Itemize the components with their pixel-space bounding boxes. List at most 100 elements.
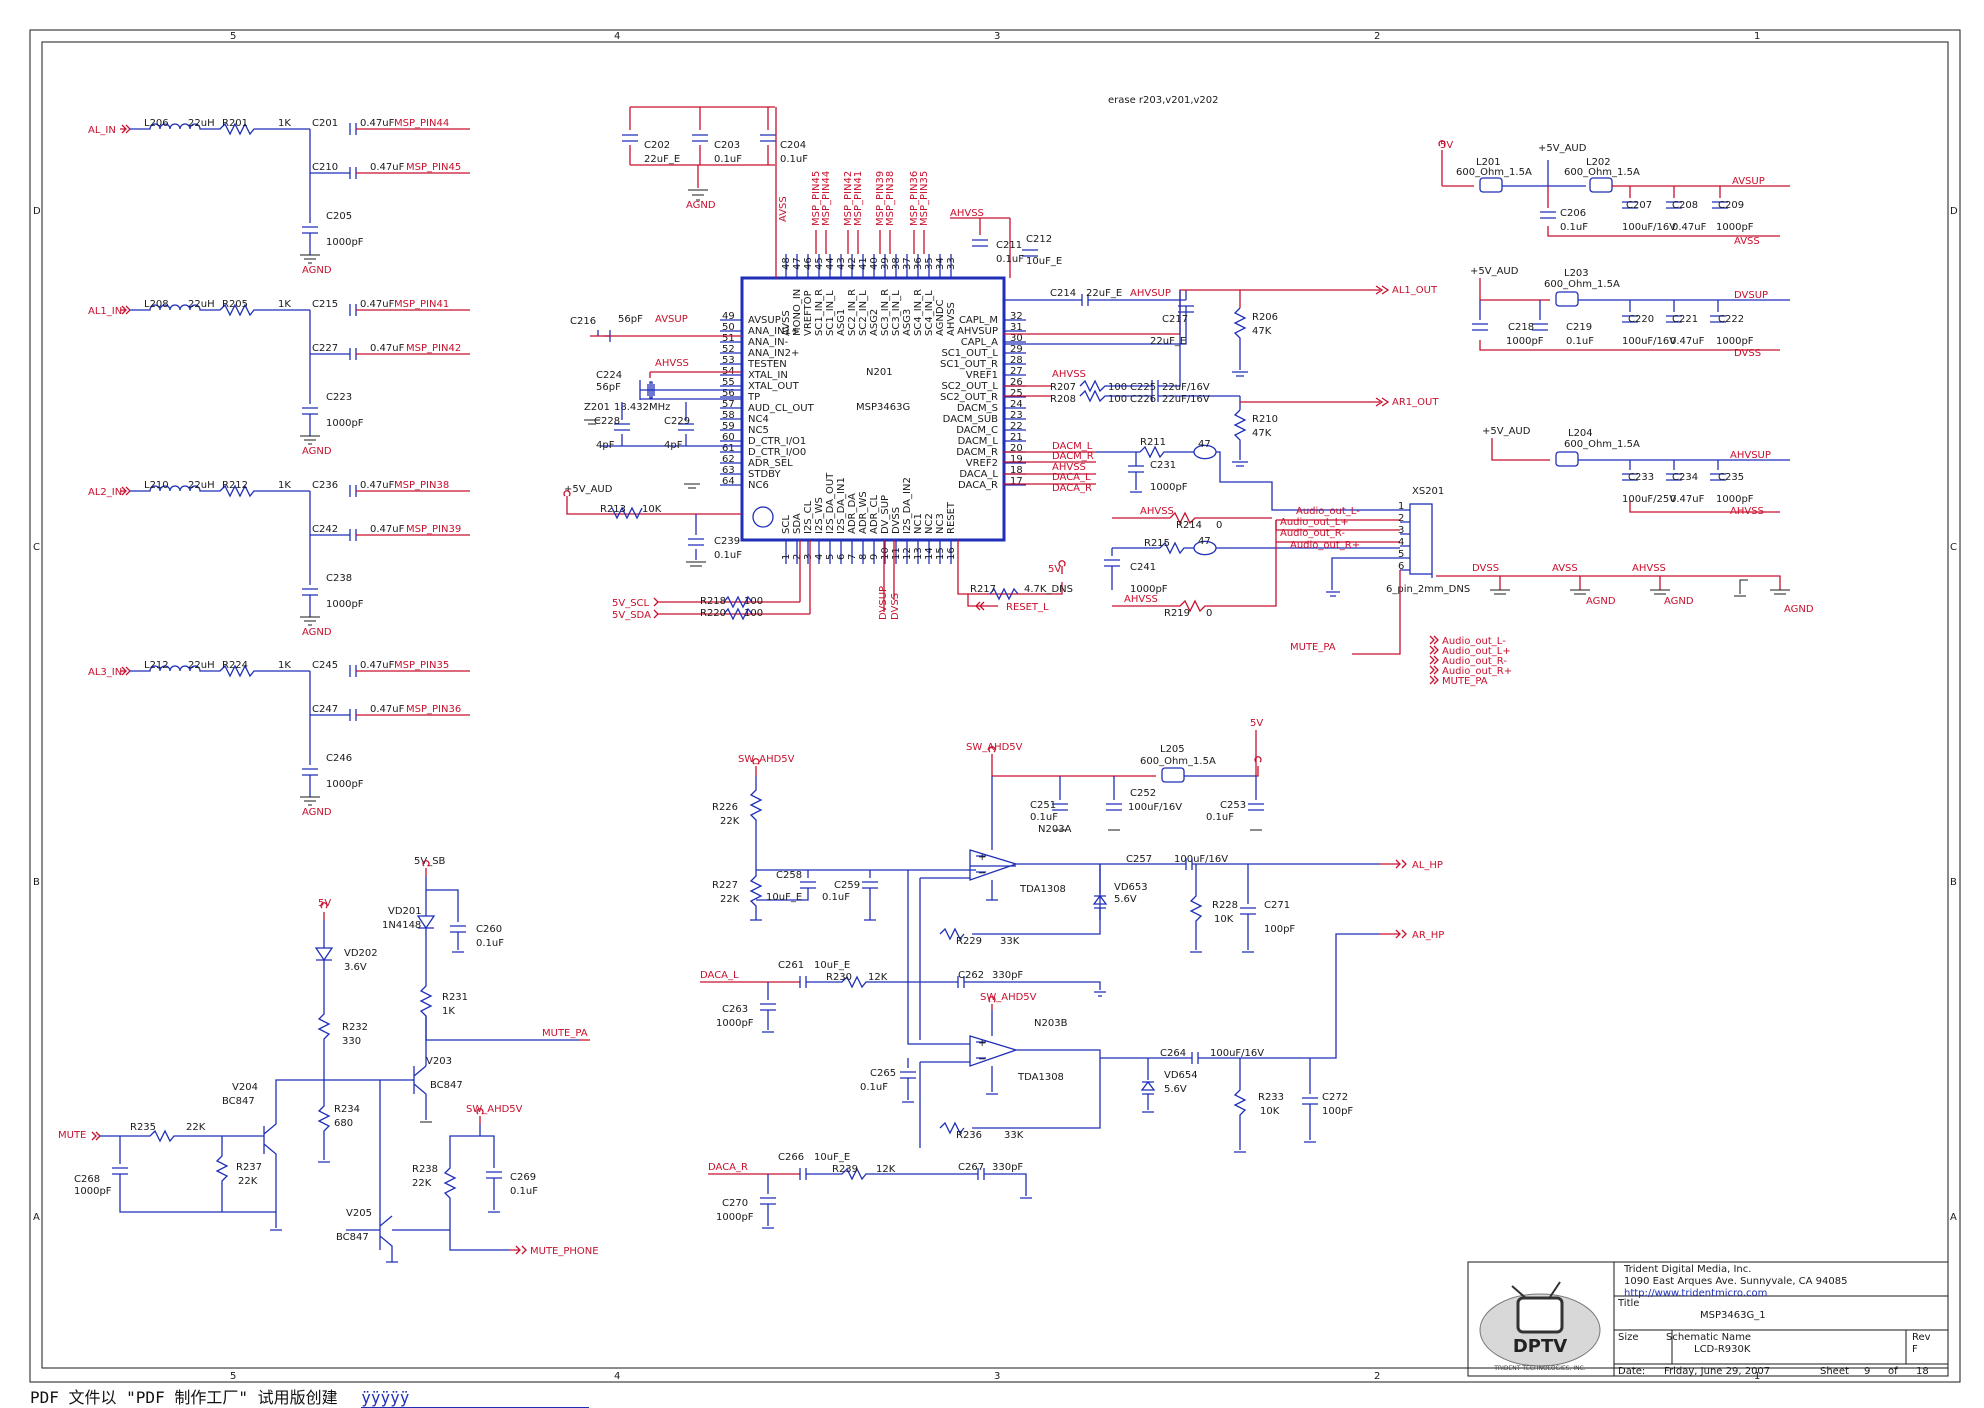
c220-ref: C220: [1628, 314, 1654, 325]
c206-val: 0.1uF: [1560, 222, 1588, 233]
r220-val: 100: [744, 608, 763, 619]
ic-top-net: MSP_PIN41: [853, 171, 864, 226]
cap2-ref: C227: [312, 343, 338, 354]
r213-ref: R213: [600, 504, 626, 515]
row-label-right: A: [1950, 1212, 1957, 1223]
ic-pin-number: 64: [722, 476, 735, 487]
opamp-a-plus: +: [978, 852, 986, 863]
ahvsup-right-label: AHVSUP: [1130, 288, 1171, 299]
r228-val: 10K: [1214, 914, 1234, 925]
title-label: Title: [1617, 1298, 1639, 1309]
ic-pin-number: 32: [1010, 311, 1023, 322]
ic-pin-name: AVSS: [781, 310, 792, 336]
ic-top-net: MSP_PIN45: [811, 171, 822, 226]
n203b-label: N203B: [1034, 1018, 1068, 1029]
company-name: Trident Digital Media, Inc.: [1623, 1264, 1751, 1275]
l201-ref: L201: [1476, 157, 1501, 168]
ic-pin-number: 50: [722, 322, 735, 333]
r238-val: 22K: [412, 1178, 432, 1189]
cap2-ref: C210: [312, 162, 338, 173]
aout-lp-label: Audio_out_L+: [1280, 517, 1349, 528]
cap2-net: MSP_PIN39: [406, 524, 461, 535]
c233-ref: C233: [1628, 472, 1654, 483]
xs201-pin6: 6: [1398, 561, 1404, 572]
agnd-small-1: AGND: [1586, 596, 1616, 607]
aout-rm-label: Audio_out_R-: [1280, 528, 1345, 539]
mutepa-mute-label: MUTE_PA: [542, 1028, 588, 1039]
ic-pin-number: 39: [880, 257, 891, 270]
c207-ref: C207: [1626, 200, 1652, 211]
ic-pin-name: SC1_IN_R: [814, 289, 825, 336]
ar1out-label: AR1_OUT: [1392, 397, 1439, 408]
l205-val: 600_Ohm_1.5A: [1140, 756, 1216, 767]
c207-val: 100uF/16V: [1622, 222, 1676, 233]
aud5v-l203-label: +5V_AUD: [1470, 266, 1519, 277]
r218-ref: R218: [700, 596, 726, 607]
c208-val: 0.47uF: [1672, 222, 1707, 233]
avss-small-label: AVSS: [1552, 563, 1578, 574]
c225-ref: C225: [1130, 382, 1156, 393]
c204-ref: C204: [780, 140, 806, 151]
l202-ref: L202: [1586, 157, 1611, 168]
ic-pin-name: SC3_IN_R: [880, 289, 891, 336]
ic-pin-name: AGNDC: [935, 299, 946, 336]
ic-pin-name: SC1_OUT_L: [941, 348, 998, 359]
footer-link[interactable]: ÿÿÿÿÿ: [361, 1388, 590, 1408]
ic-pin-name: AHVSS: [946, 302, 957, 336]
ic-pin-number: 56: [722, 388, 735, 399]
mute-label: MUTE: [58, 1130, 86, 1141]
cap2-net: MSP_PIN36: [406, 704, 461, 715]
pwr-5v-label: 5V: [1440, 140, 1453, 151]
resistor-val: 1K: [278, 299, 291, 310]
c222-val: 1000pF: [1716, 336, 1754, 347]
dvss-small-label: DVSS: [1472, 563, 1499, 574]
xs201-pin4: 4: [1398, 537, 1404, 548]
ic-pin-number: 7: [847, 554, 858, 560]
ic-pin-name: D_CTR_I/O1: [748, 436, 806, 447]
schematic-value: LCD-R930K: [1694, 1344, 1751, 1355]
ic-pin-name: DACA_R: [958, 480, 998, 491]
ic-pin-name: I2S_CL: [803, 500, 814, 534]
c264-val: 100uF/16V: [1210, 1048, 1264, 1059]
l202-bead: [1589, 177, 1613, 193]
company-url[interactable]: http://www.tridentmicro.com: [1624, 1288, 1767, 1299]
inductor-ref: L212: [144, 660, 169, 671]
ic-pin-number: 51: [722, 333, 735, 344]
vd202-ref: VD202: [344, 948, 378, 959]
agnd-label: AGND: [302, 627, 332, 638]
r238-ref: R238: [412, 1164, 438, 1175]
erase-note: erase r203,v201,v202: [1108, 95, 1219, 106]
row-label-right: D: [1950, 206, 1958, 217]
ic-pin-name: NC6: [748, 480, 769, 491]
c212-val: 10uF_E: [1026, 256, 1062, 267]
ic-top-net: MSP_PIN38: [885, 171, 896, 226]
inductor-val: 22uH: [188, 118, 215, 129]
v203-ref: V203: [426, 1056, 452, 1067]
col-label-bottom: 3: [994, 1371, 1000, 1382]
power-filters: 5V L201 600_Ohm_1.5A +5V_AUD L202 600_Oh…: [1438, 140, 1790, 517]
ic-pin-name: AVSUP: [748, 315, 781, 326]
r234-ref: R234: [334, 1104, 360, 1115]
c220-val: 100uF/16V: [1622, 336, 1676, 347]
ic-right-network: C214 22uF_E AHVSUP C217 22uF_E R206 47K …: [1004, 285, 1814, 655]
r210-ref: R210: [1252, 414, 1278, 425]
c258-val: 10uF_E: [766, 892, 802, 903]
ic-pin-number: 19: [1010, 454, 1023, 465]
ic-pin-name: CAPL_A: [961, 337, 998, 348]
ic-pin-number: 2: [792, 554, 803, 560]
col-label-top: 4: [614, 31, 620, 42]
ic-pin-number: 18: [1010, 465, 1023, 476]
date-label: Date:: [1618, 1366, 1645, 1377]
c235-val: 1000pF: [1716, 494, 1754, 505]
c228-ref: C228: [594, 416, 620, 427]
c259-val: 0.1uF: [822, 892, 850, 903]
aud5v-left-label: +5V_AUD: [564, 484, 613, 495]
ic-pin-name: D_CTR_I/O0: [748, 447, 806, 458]
ic-pin-name: ASG3: [902, 309, 913, 336]
ic-pin-name: ASG1: [836, 309, 847, 336]
ic-pin-name: SC2_OUT_L: [941, 381, 998, 392]
vd202-val: 3.6V: [344, 962, 367, 973]
